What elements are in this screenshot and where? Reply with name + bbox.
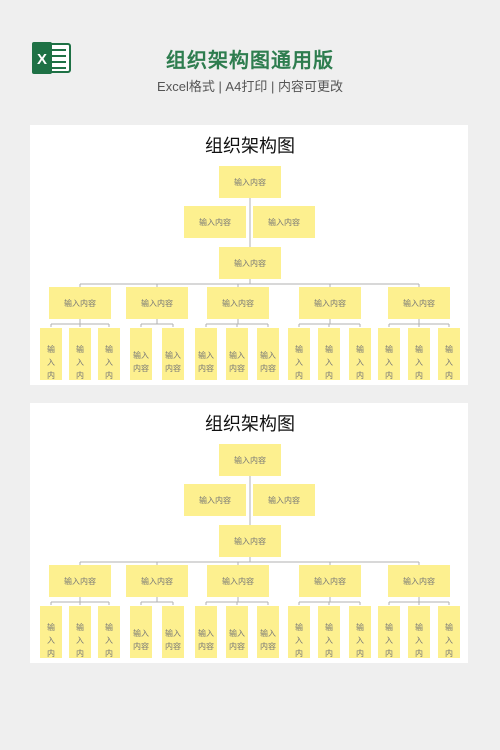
chart2-top-box	[219, 444, 281, 476]
chart2-child-box-4-2-label: 输入内容	[445, 622, 453, 671]
excel-logo-letter: X	[37, 51, 47, 68]
chart2-child-box-0-0-label: 输入内容	[47, 622, 55, 671]
chart2-child-box-3-2	[349, 606, 371, 658]
org-chart-title-2: 组织架构图	[205, 414, 295, 434]
chart2-child-box-1-1	[162, 606, 184, 658]
chart1-child-box-0-1	[69, 328, 91, 380]
chart1-child-box-2-2	[257, 328, 279, 380]
chart2-dept-box-3-label: 输入内容	[314, 576, 346, 586]
chart1-dept-box-4-label: 输入内容	[403, 298, 435, 308]
chart2-child-box-3-2-label: 输入内容	[356, 622, 364, 671]
chart1-top-box	[219, 166, 281, 198]
chart2-child-box-3-1	[318, 606, 340, 658]
chart1-assistant-right	[253, 206, 315, 238]
chart2-dept-box-2-label: 输入内容	[222, 576, 254, 586]
chart2-child-box-2-1	[226, 606, 248, 658]
chart1-middle-box-label: 输入内容	[234, 258, 266, 268]
chart1-assistant-left-label: 输入内容	[199, 217, 231, 227]
chart1-dept-box-0-label: 输入内容	[64, 298, 96, 308]
chart2-child-box-4-1-label: 输入内容	[415, 622, 423, 671]
chart2-child-box-2-2	[257, 606, 279, 658]
chart1-child-box-2-2-label: 输入内容	[260, 350, 276, 373]
chart1-child-box-0-0	[40, 328, 62, 380]
chart1-child-box-2-1-label: 输入内容	[229, 350, 245, 373]
chart1-child-box-4-0	[378, 328, 400, 380]
chart2-dept-box-0-label: 输入内容	[64, 576, 96, 586]
chart2-top-box-label: 输入内容	[234, 455, 266, 465]
chart2-dept-box-3	[299, 565, 361, 597]
chart1-child-box-0-1-label: 输入内容	[76, 344, 84, 393]
chart2-child-box-3-0-label: 输入内容	[295, 622, 303, 671]
chart1-dept-box-3	[299, 287, 361, 319]
chart1-child-box-3-0-label: 输入内容	[295, 344, 303, 393]
chart2-child-box-0-2-label: 输入内容	[105, 622, 113, 671]
chart1-top-box-label: 输入内容	[234, 177, 266, 187]
chart2-child-box-0-1-label: 输入内容	[76, 622, 84, 671]
chart2-child-box-2-2-label: 输入内容	[260, 628, 276, 651]
chart2-child-box-1-0	[130, 606, 152, 658]
chart1-assistant-right-label: 输入内容	[268, 217, 300, 227]
chart2-child-box-2-0-label: 输入内容	[198, 628, 214, 651]
chart2-child-box-4-0-label: 输入内容	[385, 622, 393, 671]
chart2-child-box-3-0	[288, 606, 310, 658]
chart2-child-box-0-1	[69, 606, 91, 658]
chart1-child-box-4-2-label: 输入内容	[445, 344, 453, 393]
org-chart-title-1: 组织架构图	[205, 136, 295, 156]
chart1-child-box-3-2	[349, 328, 371, 380]
excel-icon: X	[32, 42, 71, 74]
chart2-dept-box-4	[388, 565, 450, 597]
chart1-child-box-2-1	[226, 328, 248, 380]
chart2-middle-box	[219, 525, 281, 557]
chart1-child-box-2-0	[195, 328, 217, 380]
page-subtitle: Excel格式 | A4打印 | 内容可更改	[157, 79, 343, 94]
chart2-assistant-left-label: 输入内容	[199, 495, 231, 505]
chart1-child-box-0-2-label: 输入内容	[105, 344, 113, 393]
chart1-dept-box-1-label: 输入内容	[141, 298, 173, 308]
chart2-child-box-1-1-label: 输入内容	[165, 628, 181, 651]
chart1-assistant-left	[184, 206, 246, 238]
chart1-dept-box-3-label: 输入内容	[314, 298, 346, 308]
chart2-child-box-4-1	[408, 606, 430, 658]
chart2-dept-box-2	[207, 565, 269, 597]
chart2-assistant-right-label: 输入内容	[268, 495, 300, 505]
chart2-dept-box-0	[49, 565, 111, 597]
chart1-child-box-3-0	[288, 328, 310, 380]
chart1-dept-box-4	[388, 287, 450, 319]
page-title: 组织架构图通用版	[166, 50, 334, 72]
chart1-child-box-1-0	[130, 328, 152, 380]
chart2-middle-box-label: 输入内容	[234, 536, 266, 546]
chart2-child-box-4-0	[378, 606, 400, 658]
chart1-child-box-4-1-label: 输入内容	[415, 344, 423, 393]
chart2-assistant-right	[253, 484, 315, 516]
chart1-child-box-1-0-label: 输入内容	[133, 350, 149, 373]
chart1-child-box-4-1	[408, 328, 430, 380]
chart2-child-box-0-2	[98, 606, 120, 658]
chart2-child-box-3-1-label: 输入内容	[325, 622, 333, 671]
chart1-child-box-3-1-label: 输入内容	[325, 344, 333, 393]
chart1-dept-box-2-label: 输入内容	[222, 298, 254, 308]
chart1-middle-box	[219, 247, 281, 279]
chart2-child-box-0-0	[40, 606, 62, 658]
chart2-child-box-2-1-label: 输入内容	[229, 628, 245, 651]
chart1-child-box-0-0-label: 输入内容	[47, 344, 55, 393]
chart1-child-box-2-0-label: 输入内容	[198, 350, 214, 373]
chart2-child-box-4-2	[438, 606, 460, 658]
chart2-dept-box-4-label: 输入内容	[403, 576, 435, 586]
chart1-dept-box-1	[126, 287, 188, 319]
chart1-child-box-3-2-label: 输入内容	[356, 344, 364, 393]
chart1-child-box-3-1	[318, 328, 340, 380]
chart2-dept-box-1-label: 输入内容	[141, 576, 173, 586]
chart2-dept-box-1	[126, 565, 188, 597]
chart1-child-box-4-2	[438, 328, 460, 380]
chart1-child-box-1-1	[162, 328, 184, 380]
chart1-child-box-1-1-label: 输入内容	[165, 350, 181, 373]
chart1-dept-box-2	[207, 287, 269, 319]
chart2-assistant-left	[184, 484, 246, 516]
chart2-child-box-2-0	[195, 606, 217, 658]
chart2-child-box-1-0-label: 输入内容	[133, 628, 149, 651]
chart1-child-box-4-0-label: 输入内容	[385, 344, 393, 393]
chart1-dept-box-0	[49, 287, 111, 319]
chart1-child-box-0-2	[98, 328, 120, 380]
